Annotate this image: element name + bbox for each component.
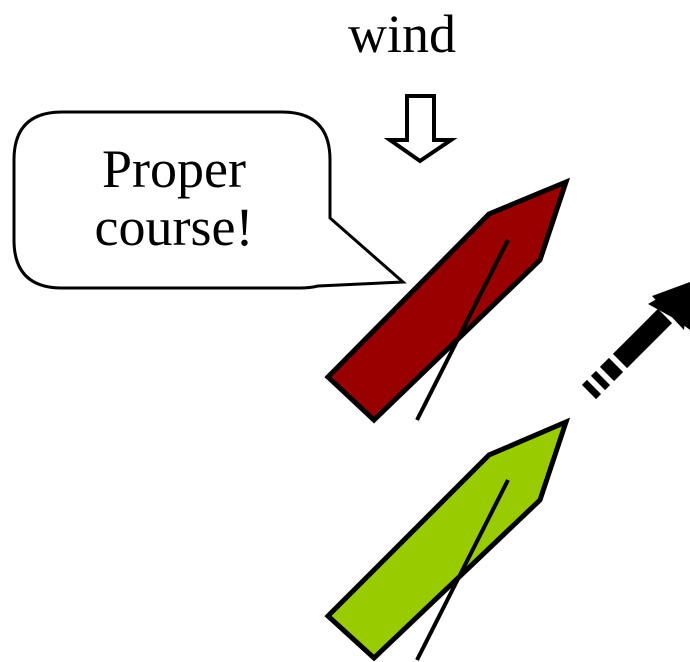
speech-bubble <box>12 110 407 290</box>
speech-bubble-line-2: course! <box>94 197 254 257</box>
windward-boat-hull <box>324 177 571 424</box>
leeward-boat-hull <box>324 417 571 662</box>
speech-bubble-text: Proper course! <box>14 140 334 256</box>
leeward-boat-sail <box>415 479 510 661</box>
windward-boat <box>324 177 571 424</box>
black-diagonal-arrow-icon <box>581 282 690 400</box>
speech-bubble-line-1: Proper <box>102 139 246 199</box>
leeward-boat <box>324 417 571 662</box>
hollow-down-arrow-icon <box>383 94 458 164</box>
wind-label: wind <box>348 4 456 64</box>
windward-boat-sail <box>415 239 510 421</box>
